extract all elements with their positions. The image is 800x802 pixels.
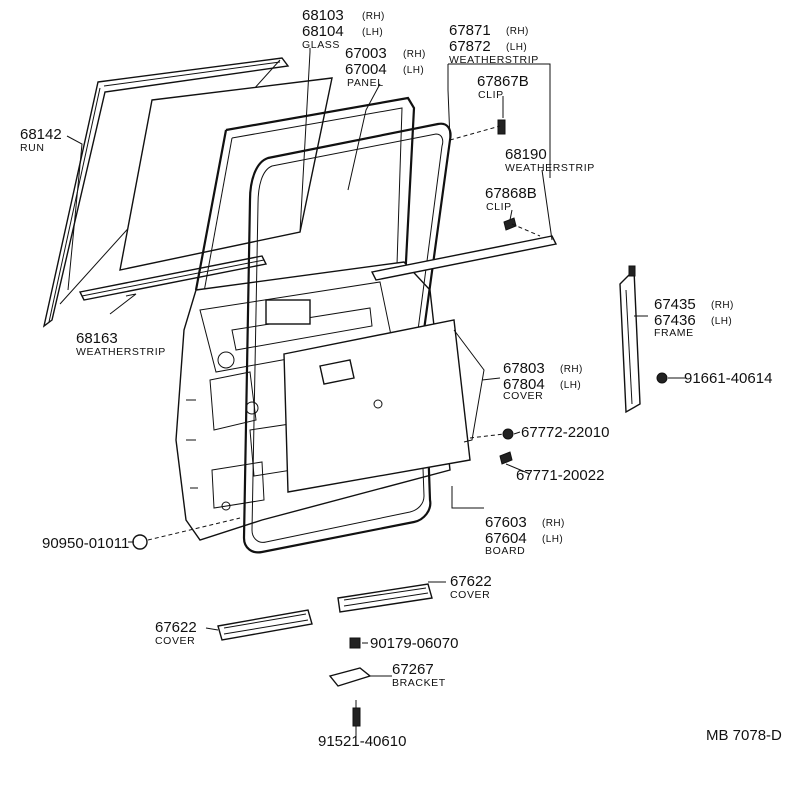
cover-name: COVER [503, 390, 543, 402]
bolt-91661-number: 91661-40614 [684, 370, 772, 387]
weatherstrip-68190-name: WEATHERSTRIP [505, 162, 595, 174]
weatherstrip-68163-name: WEATHERSTRIP [76, 346, 166, 358]
bolt-91521 [352, 707, 361, 732]
glass-rh-number: 68103 [302, 7, 344, 24]
nut-90179-number: 90179-06070 [370, 635, 458, 652]
weatherstrip-68190-number: 68190 [505, 146, 547, 163]
frame-rh-tag: (RH) [711, 300, 734, 311]
bolt-91661 [656, 372, 668, 384]
cover-lh-tag: (LH) [560, 380, 581, 391]
clip-67771 [499, 451, 513, 465]
clip-67867b-number: 67867B [477, 73, 529, 90]
cover-rh-tag: (RH) [560, 364, 583, 375]
clip-67772-number: 67772-22010 [521, 424, 609, 441]
glass-name: GLASS [302, 39, 340, 51]
cover-trim-panel [283, 319, 485, 493]
weatherstrip-lh-number: 67872 [449, 38, 491, 55]
bracket-part [328, 667, 372, 687]
weatherstrip-68190 [370, 235, 558, 281]
cover-left-number: 67622 [155, 619, 197, 636]
clip-67771-number: 67771-20022 [516, 467, 604, 484]
cover-lh-number: 67804 [503, 376, 545, 393]
panel-rh-number: 67003 [345, 45, 387, 62]
frame-lh-number: 67436 [654, 312, 696, 329]
frame-rh-number: 67435 [654, 296, 696, 313]
leader-lines [66, 48, 686, 738]
step-cover-left [217, 609, 313, 641]
glass-pane [119, 77, 333, 271]
clip-67868b-number: 67868B [485, 185, 537, 202]
board-rh-tag: (RH) [542, 518, 565, 529]
weatherstrip-rh-number: 67871 [449, 22, 491, 39]
glass-lh-tag: (LH) [362, 27, 383, 38]
bracket-name: BRACKET [392, 677, 446, 689]
weatherstrip-68163-number: 68163 [76, 330, 118, 347]
run-number: 68142 [20, 126, 62, 143]
cover-right-number: 67622 [450, 573, 492, 590]
frame-name: FRAME [654, 327, 694, 339]
cover-right-name: COVER [450, 589, 490, 601]
weatherstrip-name: WEATHERSTRIP [449, 54, 539, 66]
board-lh-tag: (LH) [542, 534, 563, 545]
board-lh-number: 67604 [485, 530, 527, 547]
bolt-91521-number: 91521-40610 [318, 733, 406, 750]
glass-lh-number: 68104 [302, 23, 344, 40]
glass-rh-tag: (RH) [362, 11, 385, 22]
panel-rh-tag: (RH) [403, 49, 426, 60]
weatherstrip-lh-tag: (LH) [506, 42, 527, 53]
clip-67772 [502, 428, 514, 440]
board-rh-number: 67603 [485, 514, 527, 531]
panel-lh-number: 67004 [345, 61, 387, 78]
panel-name: PANEL [347, 77, 384, 89]
weatherstrip-rh-tag: (RH) [506, 26, 529, 37]
step-cover-right [337, 583, 433, 613]
cover-left-name: COVER [155, 635, 195, 647]
board-name: BOARD [485, 545, 525, 557]
nut-90179 [349, 637, 361, 649]
weatherstrip-belt [78, 255, 268, 301]
clip-67867b [497, 119, 506, 135]
frame-lh-tag: (LH) [711, 316, 732, 327]
panel-lh-tag: (LH) [403, 65, 424, 76]
clip-67868b [503, 217, 517, 231]
cover-rh-number: 67803 [503, 360, 545, 377]
run-name: RUN [20, 142, 45, 154]
clip-67868b-name: CLIP [486, 201, 512, 213]
plug-90950-number: 90950-01011 [42, 535, 129, 552]
clip-67867b-name: CLIP [478, 89, 504, 101]
bracket-number: 67267 [392, 661, 434, 678]
frame-vertical [619, 265, 641, 414]
plug-90950 [132, 534, 148, 550]
diagram-code: MB 7078-D [706, 727, 782, 744]
